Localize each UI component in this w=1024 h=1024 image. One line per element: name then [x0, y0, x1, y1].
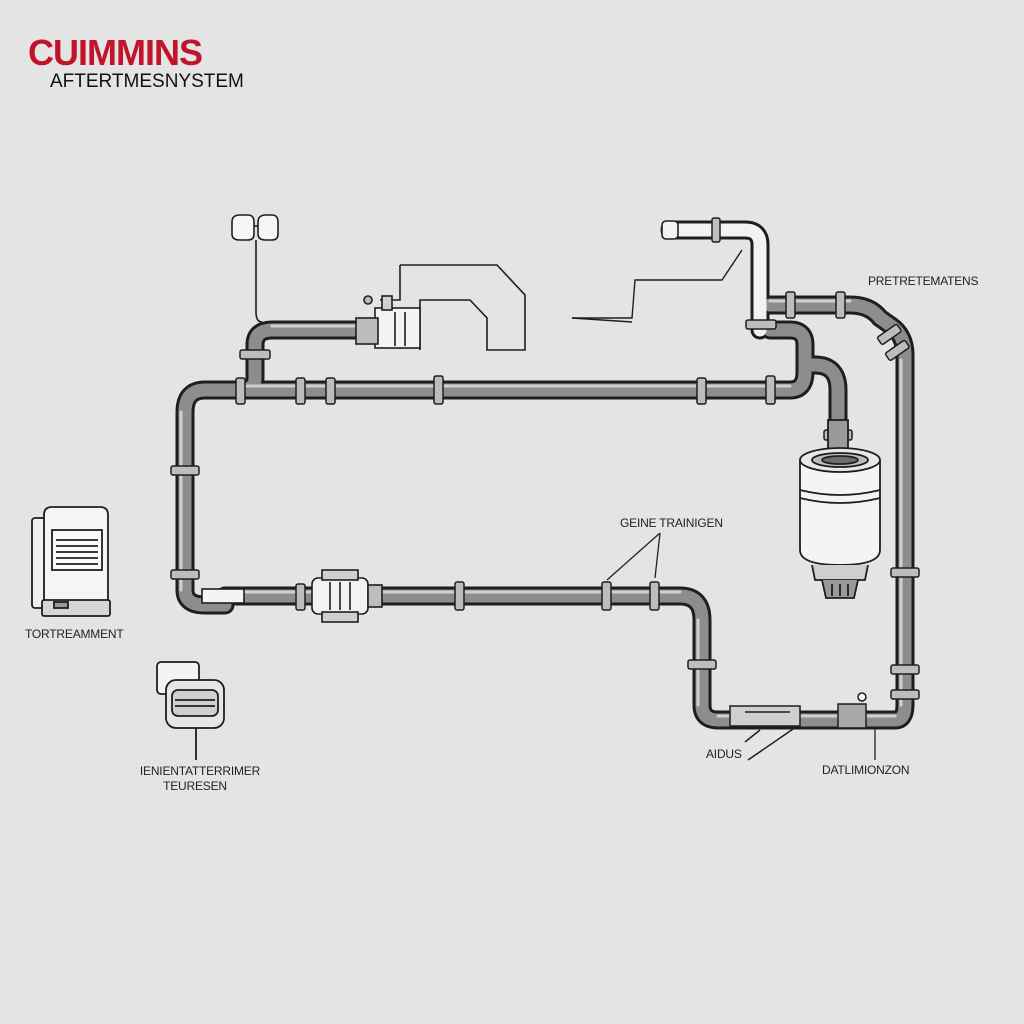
inlet-cap	[661, 220, 679, 240]
filter-canister-icon	[799, 419, 881, 599]
label-geine-training: GEINE TRAINIGEN	[620, 516, 723, 530]
label-enientat-line1: IENIENTATTERRIMER	[139, 764, 261, 778]
dosing-unit-icon	[156, 661, 225, 760]
leader-lines	[606, 532, 876, 760]
label-aidus: AIDUS	[706, 747, 742, 761]
catalyst-icon	[201, 569, 383, 623]
label-datlimionzon: DATLIMIONZON	[822, 763, 910, 777]
pressure-gauge-icon	[231, 214, 279, 323]
pipe-flanges	[170, 217, 920, 700]
brand-subtitle: AFTERTMESNYSTEM	[50, 71, 244, 92]
control-module-icon	[31, 506, 111, 617]
outlet-indicator-line	[571, 249, 743, 323]
label-enientat-line2: TEURESEN	[163, 779, 227, 793]
pipe-network	[175, 220, 915, 730]
lower-sensor-assembly	[729, 692, 867, 761]
brand-title: CUIMMINS	[28, 32, 203, 73]
turbocharger-icon	[355, 264, 526, 351]
label-pretreatment: PRETRETEMATENS	[868, 274, 979, 288]
label-treatment: TORTREAMMENT	[25, 627, 124, 641]
